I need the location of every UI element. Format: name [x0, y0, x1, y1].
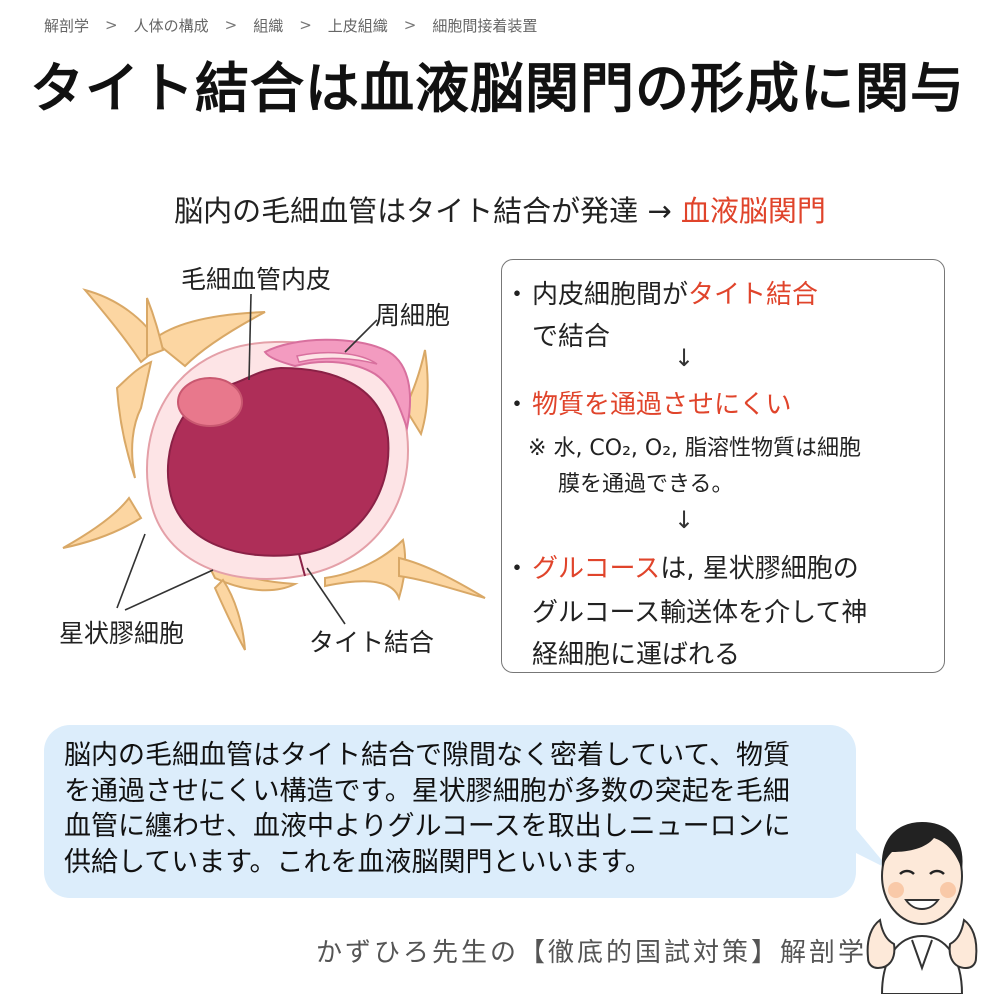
bubble-text: 脳内の毛細血管はタイト結合で隙間なく密着していて、物質 を通過させにくい構造です… [64, 738, 854, 880]
info-box: ・内皮細胞間がタイト結合 で結合 ↓ ・物質を通過させにくい ※ 水, CO₂,… [501, 259, 945, 673]
tight-junction-mark [298, 553, 306, 577]
breadcrumb: 解剖学 > 人体の構成 > 組織 > 上皮組織 > 細胞間接着装置 [44, 14, 537, 36]
info-line-3: ・物質を通過させにくい [502, 384, 792, 421]
info-line-4: ・グルコースは, 星状膠細胞の [502, 548, 859, 585]
label-endothelium: 毛細血管内皮 [181, 265, 332, 294]
footer-credit: かずひろ先生の【徹底的国試対策】解剖学 [316, 938, 868, 968]
bullet: ・ [503, 554, 530, 584]
info-line-1: ・内皮細胞間がタイト結合 [502, 274, 818, 311]
capillary-diagram: 毛細血管内皮 周細胞 星状膠細胞 タイト結合 [55, 258, 495, 678]
info-line-2: で結合 [532, 322, 611, 352]
page-title: タイト結合は血液脳関門の形成に関与 [30, 57, 965, 120]
label-tight-junction: タイト結合 [309, 628, 435, 657]
speech-bubble-tail [840, 810, 890, 870]
breadcrumb-item-anatomy[interactable]: 解剖学 [44, 16, 90, 35]
leader-lines [116, 293, 378, 625]
note-text-1: 水, CO₂, O₂, 脂溶性物質は細胞 [553, 436, 862, 461]
info-line-1-text: 内皮細胞間が [532, 280, 689, 310]
breadcrumb-item-cell-junction[interactable]: 細胞間接着装置 [432, 16, 538, 35]
info-line-1-accent: タイト結合 [688, 280, 819, 310]
astrocyte-processes [62, 288, 486, 651]
breadcrumb-separator: > [403, 16, 417, 34]
capillary-illustration [62, 288, 486, 651]
label-pericyte: 周細胞 [375, 301, 451, 330]
info-line-3-accent: 物質を通過させにくい [532, 390, 792, 420]
teacher-avatar [866, 822, 978, 994]
info-line-4-text: は, 星状膠細胞の [660, 554, 859, 584]
bubble-line: を通過させにくい構造です。星状膠細胞が多数の突起を毛細 [64, 775, 790, 807]
note-mark: ※ [528, 436, 547, 461]
arrow-down-icon: ↓ [674, 506, 695, 534]
info-line-6: 経細胞に運ばれる [532, 640, 741, 670]
bubble-line: 供給しています。これを血液脳関門といいます。 [64, 846, 652, 878]
speech-bubble [44, 725, 856, 898]
bullet: ・ [503, 280, 530, 310]
nucleus-shape [177, 377, 243, 427]
info-note-line-2: 膜を通過できる。 [558, 472, 734, 497]
subtitle: 脳内の毛細血管はタイト結合が発達 → 血液脳関門 [0, 188, 1000, 230]
bubble-line: 脳内の毛細血管はタイト結合で隙間なく密着していて、物質 [64, 740, 791, 771]
breadcrumb-separator: > [299, 16, 312, 34]
subtitle-text: 脳内の毛細血管はタイト結合が発達 → [174, 194, 681, 228]
info-line-5: グルコース輸送体を介して神 [532, 598, 868, 628]
breadcrumb-item-body-structure[interactable]: 人体の構成 [133, 16, 209, 35]
breadcrumb-item-tissue[interactable]: 組織 [253, 16, 284, 35]
bullet: ・ [503, 390, 530, 420]
subtitle-accent: 血液脳関門 [680, 194, 826, 228]
label-astrocyte: 星状膠細胞 [59, 619, 185, 648]
breadcrumb-item-epithelium[interactable]: 上皮組織 [327, 16, 388, 35]
info-line-4-accent: グルコース [532, 554, 661, 584]
info-note-line-1: ※ 水, CO₂, O₂, 脂溶性物質は細胞 [528, 430, 861, 462]
bubble-line: 血管に纏わせ、血液中よりグルコースを取出しニューロンに [64, 811, 791, 842]
breadcrumb-separator: > [224, 16, 238, 34]
arrow-down-icon: ↓ [674, 344, 695, 372]
breadcrumb-separator: > [105, 16, 118, 34]
